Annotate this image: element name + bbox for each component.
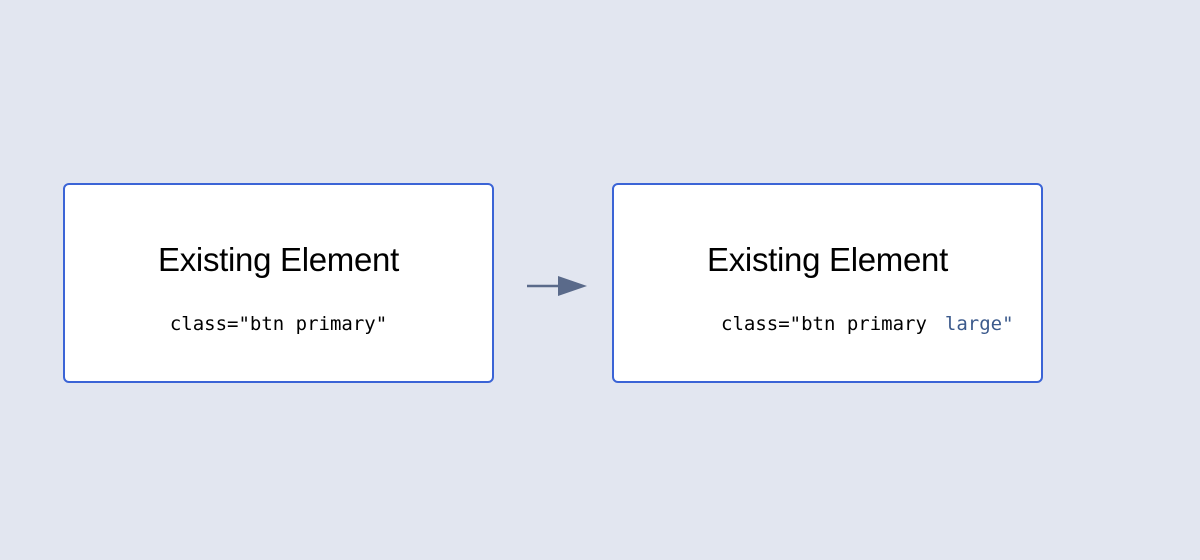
transition-arrow-icon	[527, 276, 587, 296]
before-element-title: Existing Element	[158, 241, 399, 278]
before-element-box: Existing Element class="btn primary"	[63, 183, 494, 383]
added-class: large"	[944, 313, 1014, 335]
after-class-attribute: class="btn primary large"	[721, 313, 1014, 335]
existing-classes: class="btn primary	[721, 313, 927, 335]
before-class-attribute: class="btn primary"	[169, 313, 388, 335]
after-element-box: Existing Element class="btn primary large…	[612, 183, 1043, 383]
after-element-title: Existing Element	[707, 241, 948, 278]
